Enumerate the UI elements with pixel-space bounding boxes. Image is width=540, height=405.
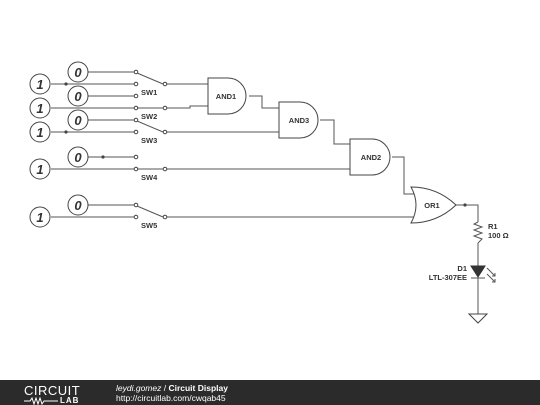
svg-text:0: 0 xyxy=(74,89,82,104)
separator: / xyxy=(161,383,169,393)
led-d1[interactable]: D1 LTL-307EE xyxy=(429,264,496,283)
footer-bar: CIRCUIT LAB leydi.gomez / Circuit Displa… xyxy=(0,380,540,405)
source-zero-1[interactable]: 0 xyxy=(67,61,89,83)
svg-text:1: 1 xyxy=(36,210,43,225)
source-zero-4[interactable]: 0 xyxy=(67,146,89,168)
svg-text:1: 1 xyxy=(36,101,43,116)
svg-text:1: 1 xyxy=(36,162,43,177)
credit-block: leydi.gomez / Circuit Display http://cir… xyxy=(116,383,228,403)
source-zero-2[interactable]: 0 xyxy=(67,85,89,107)
svg-text:1: 1 xyxy=(36,77,43,92)
svg-text:0: 0 xyxy=(74,113,82,128)
waveform-icon xyxy=(24,397,58,405)
circuitlab-logo[interactable]: CIRCUIT LAB xyxy=(24,383,94,405)
svg-text:SW4: SW4 xyxy=(141,173,158,182)
source-one-5[interactable]: 1 xyxy=(29,206,51,228)
light-emission-icon xyxy=(486,267,496,283)
source-zero-5[interactable]: 0 xyxy=(67,194,89,216)
source-zero-3[interactable]: 0 xyxy=(67,109,89,131)
source-one-3[interactable]: 1 xyxy=(29,121,51,143)
junction-dots xyxy=(64,82,467,207)
svg-text:0: 0 xyxy=(74,65,82,80)
switch-sw4[interactable]: SW4 xyxy=(133,154,168,182)
author-name[interactable]: leydi.gomez xyxy=(116,383,162,393)
svg-text:LTL-307EE: LTL-307EE xyxy=(429,273,467,282)
svg-text:AND1: AND1 xyxy=(216,92,236,101)
gate-and3[interactable]: AND3 xyxy=(278,101,319,139)
source-one-2[interactable]: 1 xyxy=(29,97,51,119)
svg-text:D1: D1 xyxy=(457,264,467,273)
wires xyxy=(51,71,479,314)
svg-text:AND3: AND3 xyxy=(289,116,309,125)
svg-text:1: 1 xyxy=(36,125,43,140)
source-one-1[interactable]: 1 xyxy=(29,73,51,95)
svg-text:AND2: AND2 xyxy=(361,153,381,162)
svg-text:SW2: SW2 xyxy=(141,112,157,121)
svg-text:0: 0 xyxy=(74,198,82,213)
switch-sw3[interactable]: SW3 xyxy=(133,117,168,145)
svg-text:SW5: SW5 xyxy=(141,221,157,230)
gate-and2[interactable]: AND2 xyxy=(349,138,391,176)
logo-text-top: CIRCUIT xyxy=(24,383,81,398)
circuit-url[interactable]: http://circuitlab.com/cwqab45 xyxy=(116,393,226,403)
svg-text:R1: R1 xyxy=(488,222,498,231)
switch-sw2[interactable]: SW2 xyxy=(133,93,168,121)
source-one-4[interactable]: 1 xyxy=(29,158,51,180)
logo-text-bottom: LAB xyxy=(60,396,80,405)
resistor-r1[interactable]: R1 100 Ω xyxy=(472,221,509,244)
circuit-title: Circuit Display xyxy=(168,383,228,393)
svg-text:SW3: SW3 xyxy=(141,136,157,145)
svg-text:OR1: OR1 xyxy=(424,201,439,210)
switch-sw5[interactable]: SW5 xyxy=(133,202,168,230)
svg-text:100 Ω: 100 Ω xyxy=(488,231,509,240)
gate-and1[interactable]: AND1 xyxy=(207,77,247,115)
switch-sw1[interactable]: SW1 xyxy=(133,69,168,97)
ground-icon xyxy=(467,313,489,324)
gate-or1[interactable]: OR1 xyxy=(410,186,457,224)
svg-text:SW1: SW1 xyxy=(141,88,157,97)
svg-text:0: 0 xyxy=(74,150,82,165)
